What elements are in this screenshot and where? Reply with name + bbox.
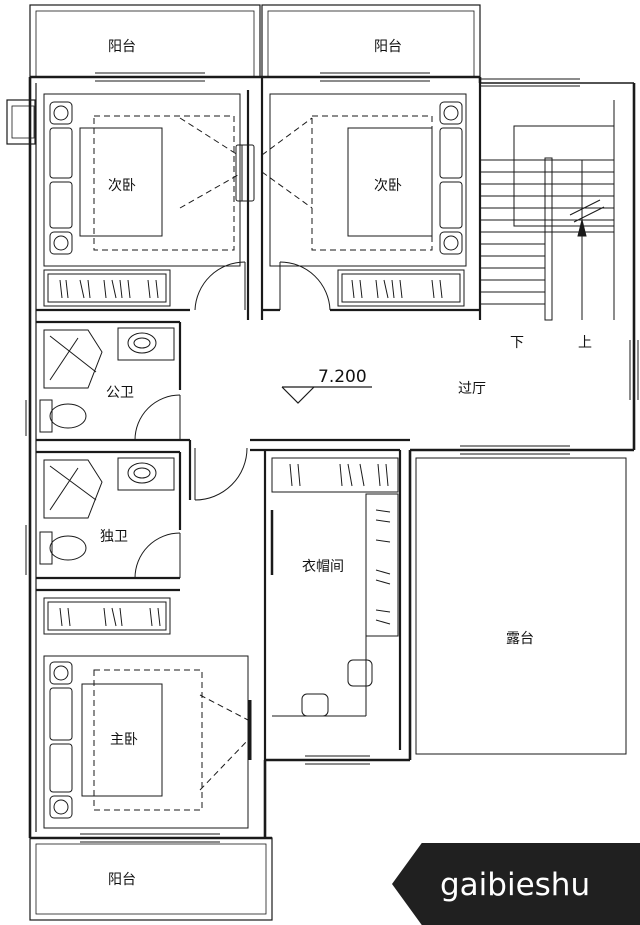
label-balcony-top-left: 阳台 (108, 39, 136, 55)
exterior-walls (28, 75, 636, 840)
interior-walls (36, 77, 482, 760)
label-bedroom-right: 次卧 (374, 178, 402, 194)
public-bath-fixtures (39, 327, 175, 433)
label-master-bedroom: 主卧 (110, 732, 138, 748)
label-bedroom-left: 次卧 (108, 178, 136, 194)
balcony-bottom (29, 837, 273, 921)
wardrobe-left (43, 269, 171, 307)
duct-shaft (6, 99, 36, 145)
wardrobe-right (337, 269, 465, 307)
balcony-top-right (261, 4, 481, 78)
label-balcony-bottom: 阳台 (108, 872, 136, 888)
bed-right (235, 93, 467, 267)
staircase (480, 100, 615, 321)
watermark-text: gaibieshu (440, 867, 591, 903)
wardrobe-master (43, 597, 171, 635)
label-private-bath: 独卫 (100, 529, 128, 545)
stair-down-label: 下 (510, 335, 524, 351)
elevation-marker (281, 386, 372, 404)
elevation-value: 7.200 (318, 367, 367, 387)
label-balcony-top-right: 阳台 (374, 39, 402, 55)
closet-shelves (270, 457, 399, 717)
doors (134, 261, 331, 579)
label-terrace: 露台 (506, 631, 534, 647)
terrace-outline (415, 457, 627, 755)
watermark-badge (392, 843, 640, 925)
bed-left (43, 93, 241, 267)
label-closet: 衣帽间 (302, 559, 344, 575)
stair-up-label: 上 (578, 335, 592, 351)
label-hall: 过厅 (458, 381, 486, 397)
bed-master (43, 655, 252, 829)
balcony-top-left (29, 4, 261, 78)
windows (25, 72, 639, 843)
private-bath-fixtures (39, 457, 175, 565)
label-public-bath: 公卫 (106, 385, 134, 401)
